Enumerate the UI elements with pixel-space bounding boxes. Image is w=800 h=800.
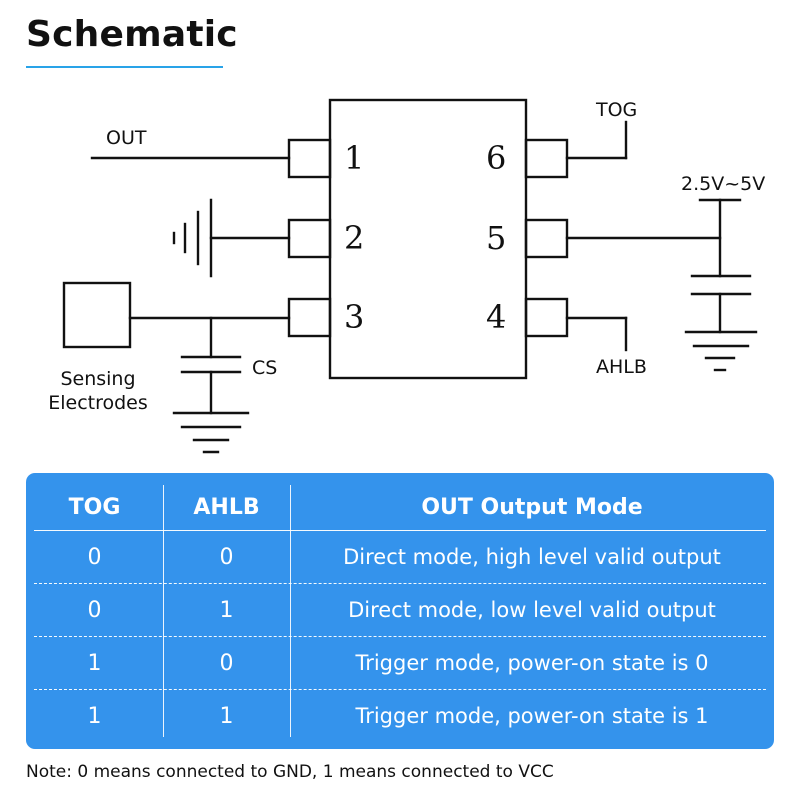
row-divider bbox=[34, 583, 766, 584]
pin-5-pad bbox=[524, 218, 569, 259]
header-divider bbox=[34, 530, 766, 531]
sensing-label-line1: Sensing bbox=[60, 368, 135, 390]
row-divider bbox=[34, 636, 766, 637]
row-1-mode: Direct mode, high level valid output bbox=[343, 545, 721, 569]
header-output-mode: OUT Output Mode bbox=[421, 495, 643, 520]
pin-6-pad bbox=[524, 138, 569, 179]
page-title: Schematic bbox=[26, 14, 238, 55]
mode-table: TOG AHLB OUT Output Mode 0 0 Direct mode… bbox=[26, 473, 774, 749]
row-4-ahlb: 1 bbox=[219, 703, 234, 729]
row-2-tog: 0 bbox=[87, 597, 102, 623]
row-3-ahlb: 0 bbox=[219, 650, 234, 676]
header-ahlb: AHLB bbox=[193, 495, 260, 520]
ahlb-label: AHLB bbox=[596, 356, 647, 378]
pin-3-number: 3 bbox=[344, 298, 364, 336]
pin-3-pad bbox=[287, 297, 332, 338]
cs-label: CS bbox=[252, 357, 277, 379]
pin-5-number: 5 bbox=[486, 219, 506, 257]
row-2-mode: Direct mode, low level valid output bbox=[348, 598, 716, 622]
column-divider bbox=[290, 485, 291, 737]
out-label: OUT bbox=[106, 127, 147, 149]
row-3-tog: 1 bbox=[87, 650, 102, 676]
header-tog: TOG bbox=[68, 495, 121, 520]
row-4-tog: 1 bbox=[87, 703, 102, 729]
sensing-electrode bbox=[62, 281, 132, 349]
row-divider bbox=[34, 689, 766, 690]
pin-4-number: 4 bbox=[486, 298, 506, 336]
row-2-ahlb: 1 bbox=[219, 597, 234, 623]
tog-label: TOG bbox=[595, 99, 637, 121]
pin-1-number: 1 bbox=[344, 139, 364, 177]
pin-6-number: 6 bbox=[486, 139, 506, 177]
footnote: Note: 0 means connected to GND, 1 means … bbox=[26, 762, 554, 782]
schematic-diagram: 1 2 3 6 5 4 OUT TOG 2.5V~5V AHLB CS Sens… bbox=[48, 98, 765, 454]
sensing-label-line2: Electrodes bbox=[48, 392, 148, 414]
title-underline bbox=[26, 66, 223, 68]
pin-1-pad bbox=[287, 138, 332, 179]
row-4-mode: Trigger mode, power-on state is 1 bbox=[355, 704, 709, 728]
column-divider bbox=[163, 485, 164, 737]
supply-label: 2.5V~5V bbox=[681, 173, 765, 195]
row-3-mode: Trigger mode, power-on state is 0 bbox=[355, 651, 709, 675]
row-1-ahlb: 0 bbox=[219, 544, 234, 570]
pin-2-pad bbox=[287, 218, 332, 259]
pin-2-number: 2 bbox=[344, 219, 364, 257]
row-1-tog: 0 bbox=[87, 544, 102, 570]
pin-4-pad bbox=[524, 297, 569, 338]
